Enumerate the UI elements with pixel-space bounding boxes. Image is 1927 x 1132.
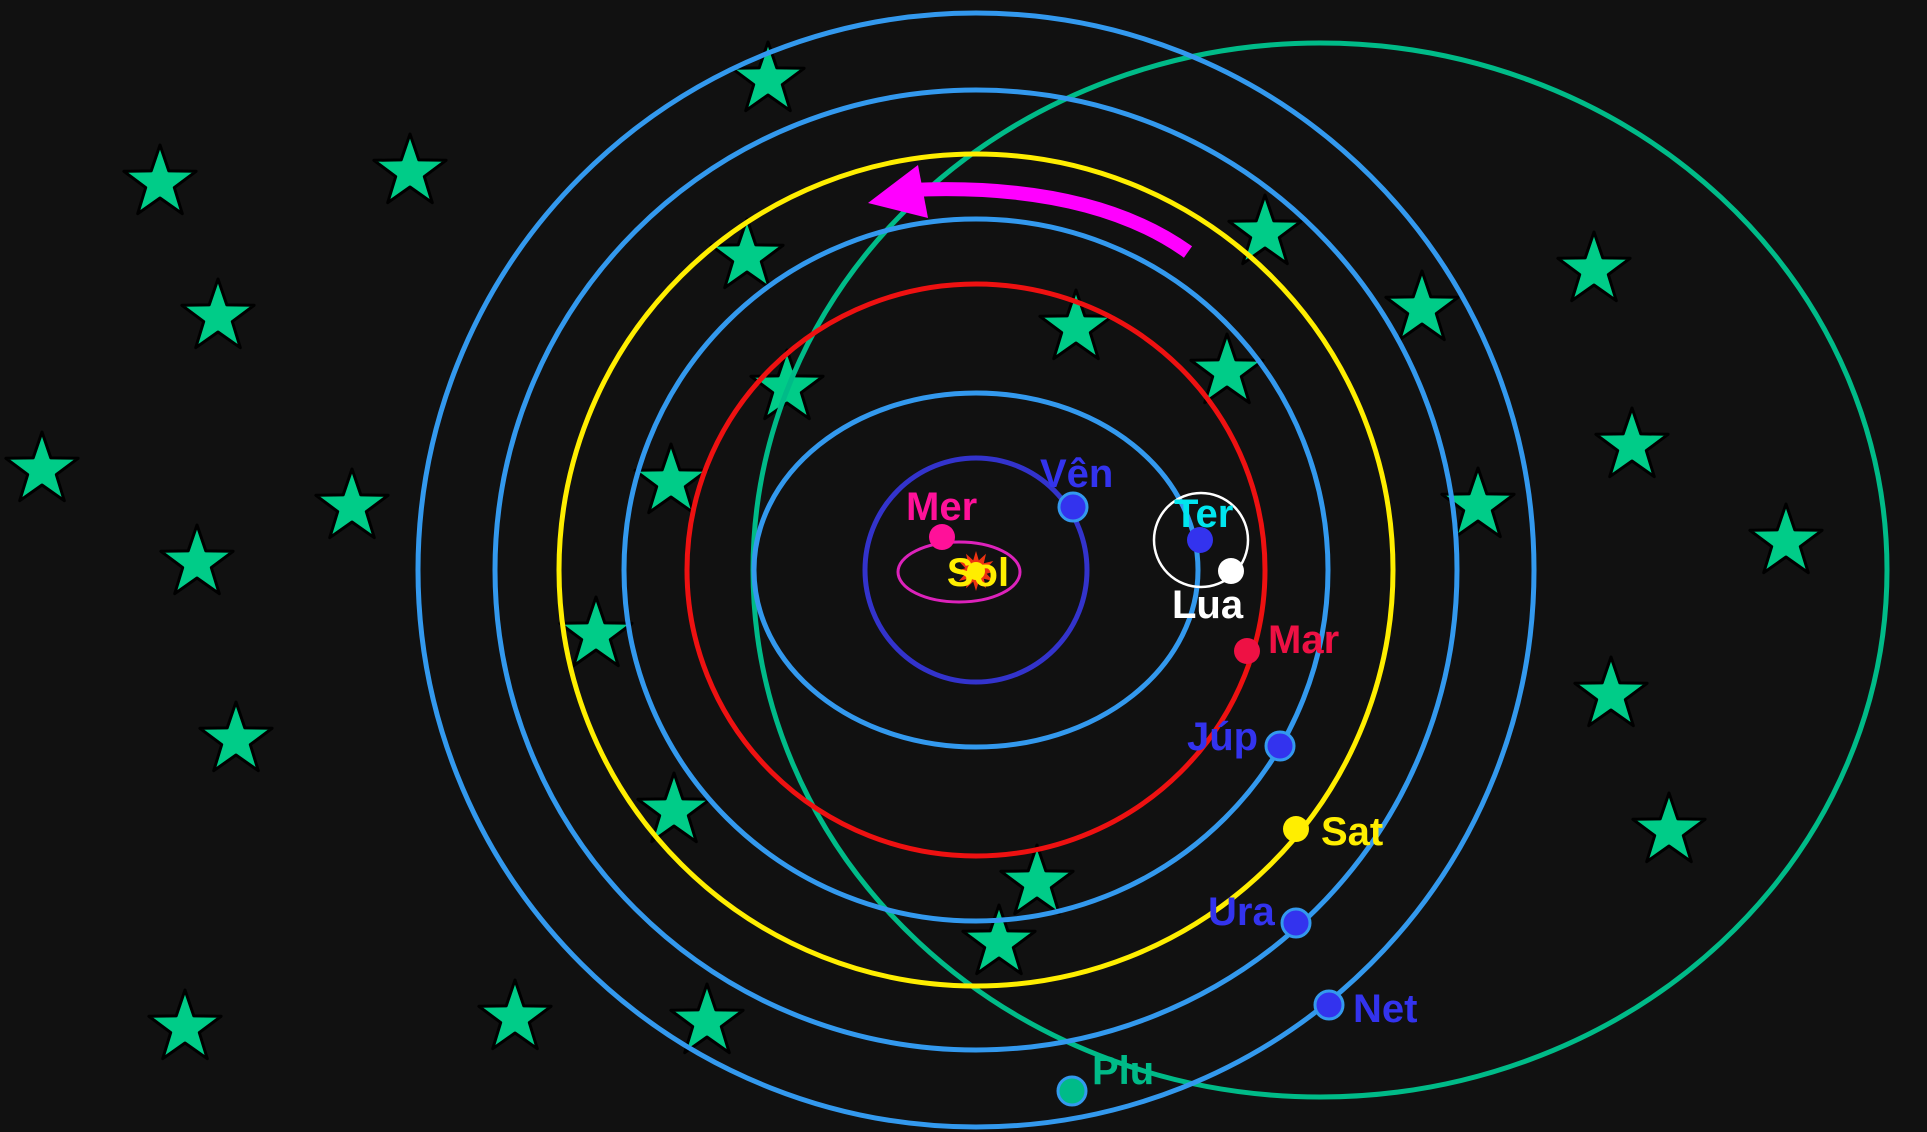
star-icon: [1189, 332, 1265, 405]
planet-label-mars: Mar: [1268, 618, 1339, 662]
planet-mercury: [929, 524, 955, 550]
planet-label-venus: Vên: [1040, 452, 1113, 496]
planet-uranus: [1280, 907, 1312, 939]
moon: [1218, 558, 1244, 584]
orbit-saturn: [556, 151, 1396, 989]
orbit-jupiter: [621, 216, 1331, 924]
orbit-neptune: [415, 10, 1537, 1130]
star-icon: [122, 143, 198, 216]
star-icon: [1631, 791, 1707, 864]
background-stars: [4, 40, 1824, 1061]
star-icon: [633, 442, 709, 515]
orbits: [415, 10, 1890, 1130]
orbit-earth: [751, 390, 1201, 750]
planet-label-saturn: Sat: [1321, 810, 1383, 854]
orbit-mars: [684, 281, 1268, 859]
star-icon: [1573, 655, 1649, 728]
planet-label-uranus: Ura: [1208, 890, 1275, 934]
planet-pluto: [1056, 1075, 1088, 1107]
planet-label-pluto: Plu: [1092, 1049, 1154, 1093]
orbit-uranus: [492, 87, 1460, 1053]
star-icon: [180, 277, 256, 350]
star-icon: [1227, 193, 1303, 266]
star-icon: [4, 430, 80, 503]
orbit-venus: [862, 455, 1090, 685]
planet-neptune: [1313, 989, 1345, 1021]
star-icon: [1556, 230, 1632, 303]
star-icon: [999, 843, 1075, 916]
planet-label-neptune: Net: [1353, 987, 1417, 1031]
planet-mars: [1234, 638, 1260, 664]
planet-jupiter: [1264, 730, 1296, 762]
star-icon: [636, 771, 712, 844]
star-icon: [1748, 502, 1824, 575]
star-icon: [730, 40, 806, 113]
star-icon: [372, 132, 448, 205]
star-icon: [558, 595, 634, 668]
planet-earth: [1187, 527, 1213, 553]
star-icon: [961, 903, 1037, 976]
planet-venus: [1057, 491, 1089, 523]
moon-label: Lua: [1172, 583, 1244, 627]
star-icon: [1594, 406, 1670, 479]
star-icon: [1038, 288, 1114, 361]
orbit-mercury: [896, 540, 1022, 604]
orbit-moon: [1152, 491, 1250, 589]
star-icon: [1384, 269, 1460, 342]
star-icon: [669, 982, 745, 1055]
sun-core: [967, 562, 985, 580]
star-icon: [477, 978, 553, 1051]
counterclockwise-arrow-icon: [868, 165, 1193, 258]
star-icon: [147, 988, 223, 1061]
star-icon: [159, 523, 235, 596]
sun-label: Sol: [947, 551, 1009, 595]
planet-label-mercury: Mer: [906, 485, 977, 529]
star-icon: [198, 700, 274, 773]
star-icon: [709, 217, 785, 290]
planet-saturn: [1283, 816, 1309, 842]
planet-label-jupiter: Júp: [1187, 715, 1258, 759]
planets: Mer Vên Ter Lua Mar Júp Sat Ura Net Plu: [906, 452, 1417, 1107]
planet-label-earth: Ter: [1174, 492, 1233, 536]
star-icon: [314, 467, 390, 540]
sun: Sol: [947, 551, 1009, 595]
